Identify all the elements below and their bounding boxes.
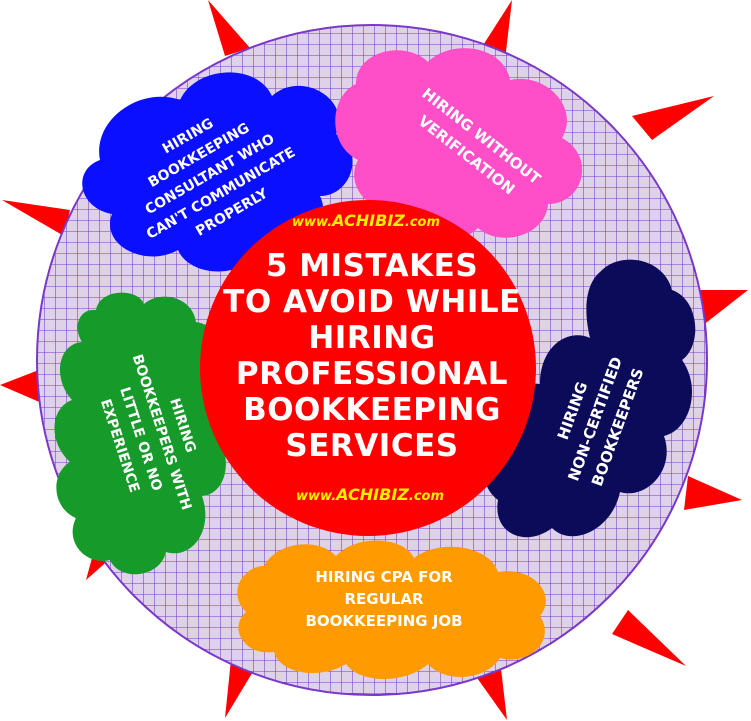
center-title-line: 5 MISTAKES (266, 248, 478, 284)
spike (612, 610, 686, 666)
center-title-line: BOOKKEEPING (243, 392, 501, 428)
cloud-verification: HIRING WITHOUT VERIFICATION (335, 48, 583, 240)
spike (684, 476, 742, 510)
cloud-line: BOOKKEEPING JOB (305, 612, 462, 630)
spike (700, 290, 748, 326)
cloud-line: REGULAR (344, 590, 423, 608)
spike (208, 0, 250, 56)
cloud-shape (483, 259, 696, 538)
center-title-line: SERVICES (285, 428, 458, 464)
brand-url-bottom: www.ACHIBIZ.com (296, 485, 444, 504)
spike (2, 200, 70, 236)
cloud-cpa: HIRING CPA FOR REGULAR BOOKKEEPING JOB (237, 540, 546, 679)
cloud-shape (54, 292, 232, 575)
cloud-shape (335, 48, 583, 240)
center-title-line: PROFESSIONAL (236, 356, 508, 392)
cloud-shape (82, 72, 353, 272)
cloud-line: HIRING CPA FOR (315, 568, 453, 586)
cloud-shape (237, 540, 546, 679)
center-title-line: HIRING (308, 320, 435, 356)
center-title-line: TO AVOID WHILE (223, 284, 521, 320)
center-hub: www.ACHIBIZ.com 5 MISTAKES TO AVOID WHIL… (200, 200, 536, 536)
spike (0, 368, 44, 404)
brand-url-top: www.ACHIBIZ.com (292, 211, 440, 230)
cloud-little-experience: HIRING BOOKKEEPERS WITH LITTLE OR NO EXP… (54, 292, 232, 575)
spike (632, 96, 714, 140)
cloud-consultant: HIRING BOOKKEEPING CONSULTANT WHO CAN'T … (82, 72, 353, 272)
cloud-non-certified: HIRING NON-CERTIFIED BOOKKEEPERS (483, 259, 696, 538)
